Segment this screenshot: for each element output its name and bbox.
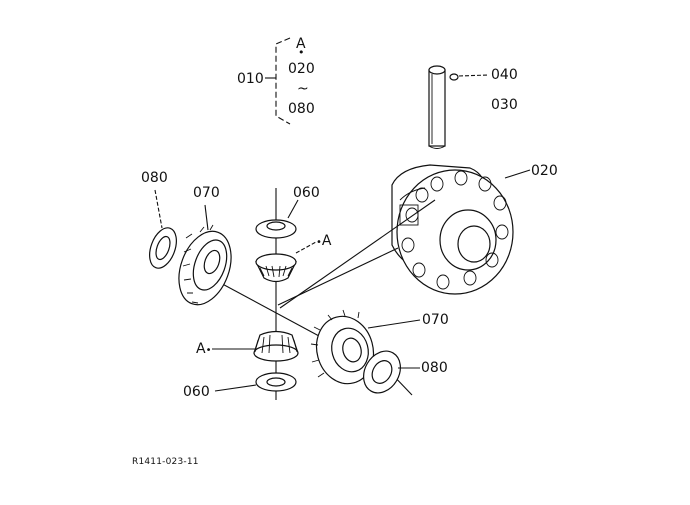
callout-030: 030 — [491, 97, 518, 113]
washer-080-right — [363, 350, 420, 394]
callout-a-top-dot: • — [316, 237, 322, 248]
callout-range-from: 020 — [288, 61, 315, 77]
callout-a-top-letter: A — [321, 233, 332, 249]
callout-080-left: 080 — [141, 170, 168, 186]
washer-060-bottom — [214, 372, 297, 392]
callout-range-dot: • — [298, 46, 305, 59]
callout-060-top: 060 — [293, 185, 320, 201]
callout-080-right: 080 — [421, 360, 448, 376]
pinion-gear-top — [255, 241, 317, 283]
callout-040: 040 — [491, 67, 518, 83]
differential-case-020 — [391, 164, 531, 295]
washer-060-top — [255, 199, 299, 239]
pin-040 — [449, 73, 489, 81]
figure-code: R1411-023-11 — [132, 457, 199, 467]
side-gear-070-right — [310, 309, 421, 385]
callout-070-left: 070 — [193, 185, 220, 201]
callout-020: 020 — [531, 163, 558, 179]
assembly-bracket — [265, 37, 291, 125]
callout-range-to: 080 — [288, 101, 315, 117]
pinion-gear-bottom — [212, 330, 299, 362]
washer-080-left — [149, 189, 177, 269]
callout-a-bottom-letter: A — [196, 341, 206, 357]
callout-a-bottom-dot: • — [205, 345, 212, 356]
callout-060-bottom: 060 — [183, 384, 210, 400]
callout-a-top: •A — [316, 234, 331, 248]
callout-range-tilde: ~ — [297, 81, 309, 97]
callout-070-right: 070 — [422, 312, 449, 328]
callout-a-bottom: A• — [196, 342, 211, 356]
shaft-030 — [428, 65, 446, 149]
callout-010: 010 — [237, 71, 264, 87]
side-gear-070-left — [178, 204, 232, 306]
callout-range-letter: A — [296, 36, 306, 52]
